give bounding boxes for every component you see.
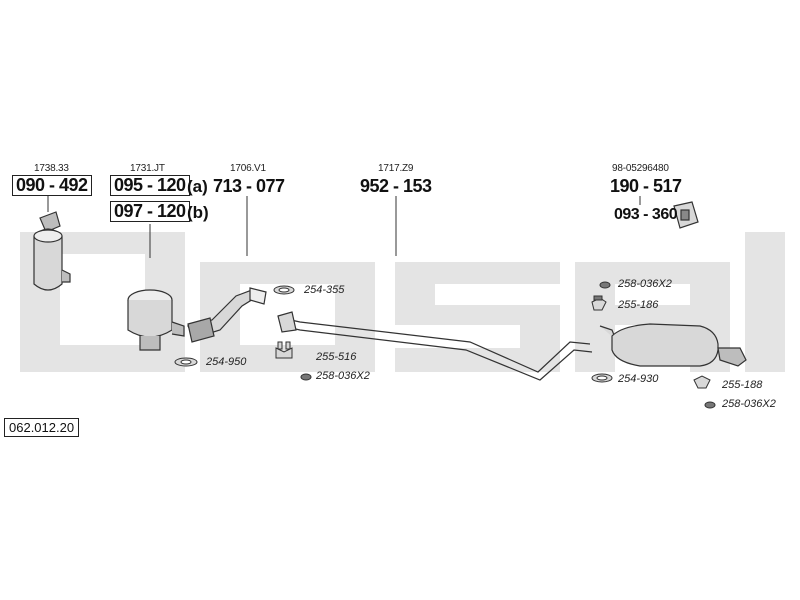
part-number[interactable]: 097 - 120 (110, 201, 190, 222)
clamp-label[interactable]: 255-188 (722, 379, 763, 391)
clamp-label[interactable]: 258-036X2 (316, 370, 370, 382)
clamp-label[interactable]: 258-036X2 (618, 278, 672, 290)
ref-label: 98-05296480 (612, 163, 669, 174)
mount-bracket (673, 201, 699, 229)
part-number[interactable]: 093 - 360 (614, 206, 678, 223)
catalog-number: 062.012.20 (4, 418, 80, 437)
part-number[interactable]: 095 - 120 (110, 175, 190, 196)
clamp-255-188 (693, 375, 711, 389)
variant-label: (b) (187, 203, 209, 222)
gasket-254-930 (591, 373, 613, 383)
rubber-mount-258-036X2-top (599, 281, 611, 289)
ref-label: 1738.33 (34, 163, 69, 174)
catalytic-converter (127, 289, 185, 351)
ref-label: 1731.JT (130, 163, 165, 174)
clamp-label[interactable]: 255-516 (316, 351, 357, 363)
clamp-label[interactable]: 258-036X2 (722, 398, 776, 410)
rubber-mount-258-036X2-rear (704, 401, 716, 409)
part-number[interactable]: 190 - 517 (610, 176, 682, 196)
variant-label: (a) (187, 177, 208, 196)
part-number[interactable]: 952 - 153 (360, 176, 432, 196)
clamp-254-355 (273, 285, 295, 295)
clamp-255-516 (275, 341, 293, 359)
clamp-255-186 (591, 295, 607, 311)
front-pipe (187, 287, 267, 343)
middle-pipe (277, 311, 593, 381)
ref-label: 1717.Z9 (378, 163, 414, 174)
clamp-label[interactable]: 254-355 (304, 284, 345, 296)
ref-label: 1706.V1 (230, 163, 266, 174)
leader-lines (47, 196, 641, 258)
rubber-mount-258-036X2-left (300, 373, 312, 381)
particle-filter (33, 211, 71, 291)
rear-silencer (599, 323, 747, 367)
clamp-label[interactable]: 255-186 (618, 299, 659, 311)
clamp-label[interactable]: 254-950 (206, 356, 247, 368)
clamp-label[interactable]: 254-930 (618, 373, 659, 385)
part-number[interactable]: 090 - 492 (12, 175, 92, 196)
part-number[interactable]: 713 - 077 (213, 176, 285, 196)
gasket-254-950 (174, 357, 198, 367)
